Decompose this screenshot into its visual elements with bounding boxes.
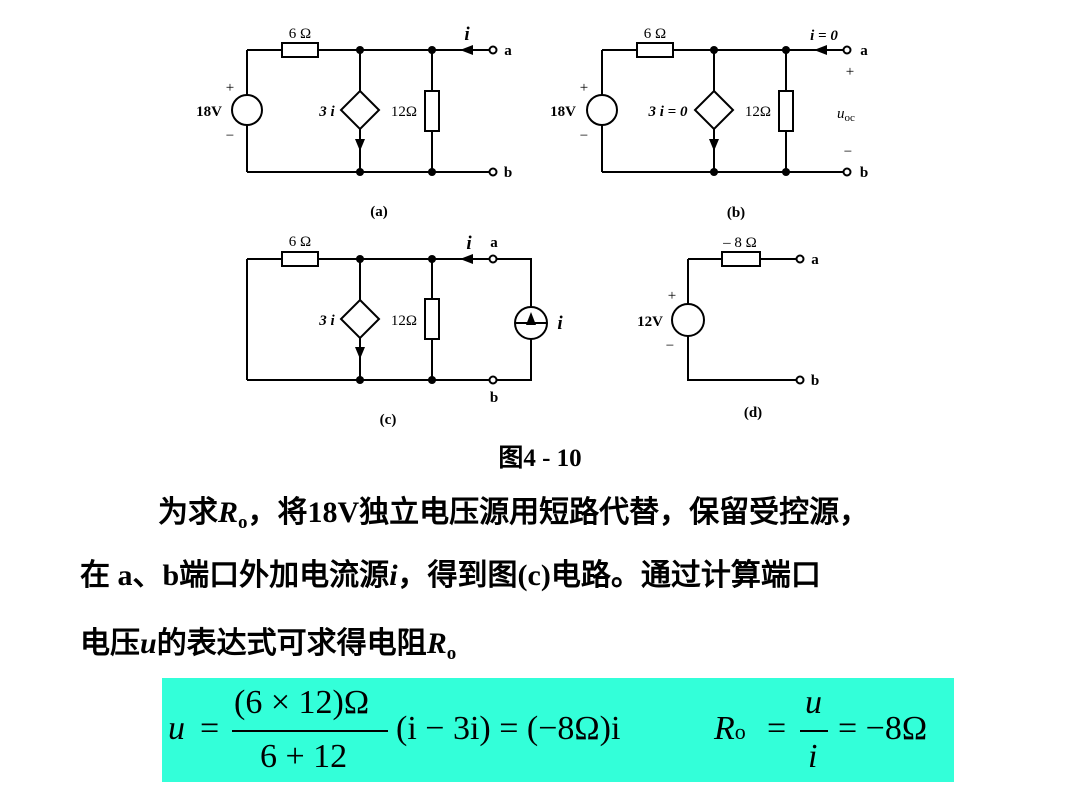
label-terminal-a: a [490, 235, 498, 251]
label-plus: + [580, 80, 588, 96]
arrow-down-icon [709, 139, 719, 151]
circuit-b [586, 42, 852, 177]
resistor-12-ohm [424, 90, 440, 132]
caption-d: (d) [744, 405, 762, 421]
label-terminal-b: b [811, 373, 819, 389]
circuit-a [231, 42, 498, 177]
arrow-left-icon [460, 45, 473, 55]
label-resistor-series: 6 Ω [289, 26, 311, 42]
voltage-source-18v [586, 94, 618, 126]
label-dep-source: 3 i [318, 313, 335, 329]
label-terminal-b: b [490, 390, 498, 406]
arrow-left-icon [460, 254, 473, 264]
formula-r-eq: = [767, 710, 787, 747]
formula-r-den: i [808, 738, 818, 775]
dependent-current-source [339, 89, 381, 131]
label-terminal-a: a [504, 43, 512, 59]
voltage-source-18v [231, 94, 263, 126]
terminal-a [795, 254, 805, 264]
formula-numerator: (6 × 12)Ω [234, 684, 370, 721]
paragraph-1: 为求Ro，将18V独立电压源用短路代替，保留受控源， [158, 496, 870, 533]
fraction-bar [232, 730, 388, 732]
caption-a: (a) [370, 204, 388, 220]
label-terminal-b: b [860, 165, 868, 181]
fraction-bar [800, 730, 828, 732]
label-minus: − [580, 128, 588, 144]
circuit-figures: 6 Ω + 18V − 3 i 12Ω i a b (a) 6 Ω + 18V … [196, 24, 868, 428]
resistor-6-ohm [636, 42, 674, 58]
label-plus: + [668, 288, 676, 304]
label-resistor-series: 6 Ω [644, 26, 666, 42]
terminal-b [488, 375, 498, 385]
label-terminal-b: b [504, 165, 512, 181]
terminal-a [488, 45, 498, 55]
formula-denominator: 6 + 12 [260, 738, 348, 775]
resistor-12-ohm [778, 90, 794, 132]
resistor-6-ohm [281, 42, 319, 58]
caption-c: (c) [380, 412, 397, 428]
resistor-neg-8-ohm [721, 251, 761, 267]
formula-rest: (i − 3i) = (−8Ω)i [396, 710, 621, 747]
label-v-plus: + [846, 64, 854, 80]
voltage-source-12v [671, 303, 705, 337]
arrow-left-icon [814, 45, 827, 55]
paragraph-3: 电压u的表达式可求得电阻Ro [80, 627, 457, 664]
formula-r-result: = −8Ω [838, 710, 928, 747]
label-dep-source: 3 i = 0 [648, 104, 688, 120]
label-source: 18V [196, 104, 222, 120]
label-terminal-a: a [860, 43, 868, 59]
terminal-b [795, 375, 805, 385]
label-terminal-a: a [811, 252, 819, 268]
formula-r-var: Ro [714, 710, 746, 747]
formula-r-num: u [805, 684, 822, 721]
caption-b: (b) [727, 205, 745, 221]
label-resistor-shunt: 12Ω [745, 104, 771, 120]
figure-caption: 图4 - 10 [498, 445, 582, 472]
label-current: i [464, 24, 470, 45]
label-resistor-shunt: 12Ω [391, 104, 417, 120]
label-voltage: uoc [837, 106, 855, 124]
label-minus: − [226, 128, 234, 144]
terminal-a [488, 254, 498, 264]
label-minus: − [666, 338, 674, 354]
paragraph-2: 在 a、b端口外加电流源i，得到图(c)电路。通过计算端口 [80, 559, 821, 592]
arrow-down-icon [355, 347, 365, 359]
label-v-minus: − [844, 144, 852, 160]
label-resistor-series: 6 Ω [289, 234, 311, 250]
label-source: 12V [637, 314, 663, 330]
resistor-6-ohm [281, 251, 319, 267]
terminal-a [842, 45, 852, 55]
formula-box: u = (6 × 12)Ω 6 + 12 (i − 3i) = (−8Ω)i R… [162, 678, 954, 782]
label-plus: + [226, 80, 234, 96]
label-current: i [466, 233, 472, 254]
label-dep-source: 3 i [318, 104, 335, 120]
formula-eq: = [200, 710, 220, 747]
label-resistor-shunt: 12Ω [391, 313, 417, 329]
circuit-d [671, 251, 805, 385]
formula-lhs: u [168, 710, 185, 747]
arrow-up-icon [526, 312, 536, 325]
terminal-b [842, 167, 852, 177]
label-current-source: i [557, 313, 563, 334]
resistor-12-ohm [424, 298, 440, 340]
label-source: 18V [550, 104, 576, 120]
arrow-down-icon [355, 139, 365, 151]
label-resistor: – 8 Ω [722, 235, 757, 251]
label-current: i = 0 [810, 28, 838, 44]
dependent-current-source [693, 89, 735, 131]
terminal-b [488, 167, 498, 177]
dependent-current-source [339, 298, 381, 340]
